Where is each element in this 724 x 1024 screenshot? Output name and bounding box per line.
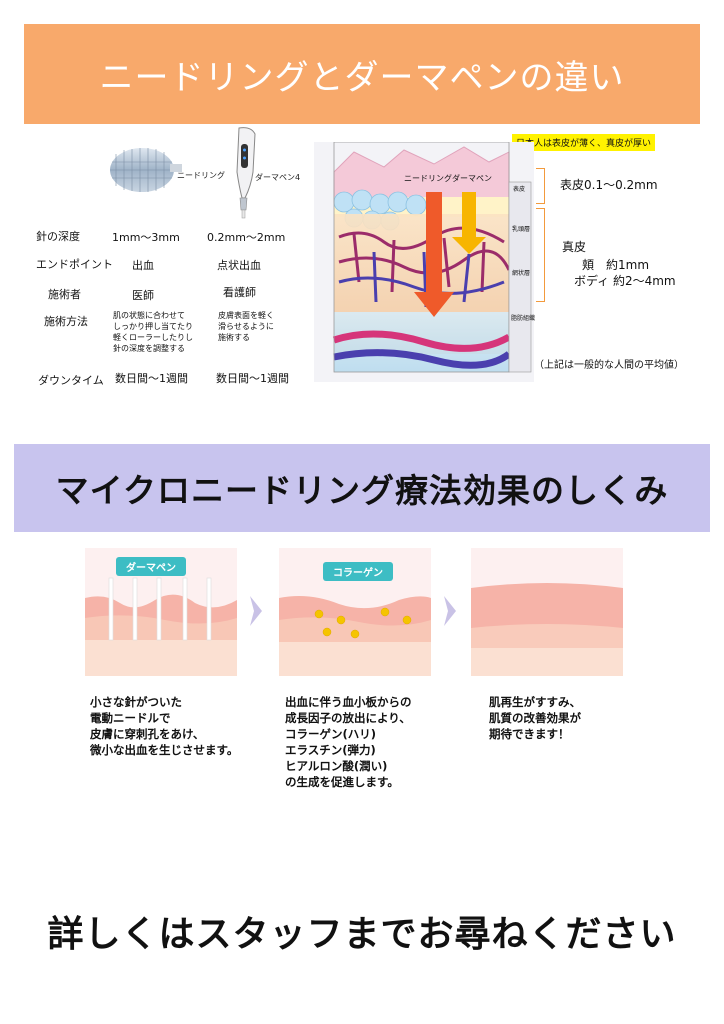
dermapen-endpoint: 点状出血 — [217, 259, 261, 272]
dermapen-practitioner: 看護師 — [223, 286, 256, 299]
step-arrow-1 — [248, 596, 264, 626]
mechanism-title-banner: マイクロニードリング療法効果のしくみ — [14, 444, 710, 532]
row-label-downtime: ダウンタイム — [38, 374, 104, 387]
arrow-label-needling: ニードリング — [404, 174, 452, 183]
dermapen-caption: ダーマペン4 — [255, 173, 301, 182]
layer-label-epidermis: 表皮 — [513, 186, 526, 193]
epidermis-thickness: 表皮0.1〜0.2mm — [560, 178, 658, 192]
dermapen-depth: 0.2mm〜2mm — [207, 231, 286, 244]
step2-tag: コラーゲン — [323, 562, 393, 581]
layer-label-reticular: 網状層 — [512, 270, 531, 277]
needling-roller-image — [102, 140, 182, 196]
step2-text: 出血に伴う血小板からの 成長因子の放出により、 コラーゲン(ハリ) エラスチン(… — [285, 695, 412, 789]
section-title-banner: ニードリングとダーマペンの違い — [24, 24, 700, 124]
page-title: ニードリングとダーマペンの違い — [99, 57, 625, 98]
layer-label-fat: 脂肪組織 — [511, 315, 536, 322]
dermis-title: 真皮 — [562, 240, 587, 254]
footer-message: 詳しくはスタッフまでお尋ねください — [47, 914, 677, 955]
needling-caption: ニードリング — [177, 171, 225, 180]
row-label-method: 施術方法 — [44, 315, 88, 328]
diagram-footnote: （上記は一般的な人間の平均値） — [534, 360, 684, 371]
row-label-depth: 針の深度 — [36, 230, 80, 243]
dermis-body: ボディ 約2〜4mm — [574, 274, 676, 288]
arrow-label-dermapen: ダーマペン — [452, 174, 492, 183]
step-arrow-2 — [442, 596, 458, 626]
epidermis-bracket — [536, 168, 545, 204]
step3-illustration — [471, 548, 623, 676]
layer-label-papillary: 乳頭層 — [512, 226, 531, 233]
needling-depth: 1mm〜3mm — [112, 231, 180, 244]
row-label-endpoint: エンドポイント — [36, 258, 113, 271]
dermapen-method: 皮膚表面を軽く 滑らせるように 施術する — [218, 311, 274, 342]
dermis-cheek: 頬 約1mm — [582, 258, 650, 272]
needling-practitioner: 医師 — [132, 289, 154, 302]
dermapen-image — [225, 126, 265, 222]
japanese-skin-note: 日本人は表皮が薄く、真皮が厚い — [512, 134, 656, 151]
step1-text: 小さな針がついた 電動ニードルで 皮膚に穿刺孔をあけ、 微小な出血を生じさせます… — [90, 695, 239, 757]
step3-text: 肌再生がすすみ、 肌質の改善効果が 期待できます！ — [489, 695, 581, 741]
skin-cross-section-diagram — [314, 141, 534, 382]
row-label-practitioner: 施術者 — [48, 288, 81, 301]
dermapen-downtime: 数日間〜1週間 — [216, 372, 289, 385]
needling-downtime: 数日間〜1週間 — [115, 372, 188, 385]
dermis-bracket — [536, 208, 545, 302]
step1-tag: ダーマペン — [116, 557, 186, 576]
needling-endpoint: 出血 — [132, 259, 154, 272]
needling-method: 肌の状態に合わせて しっかり押し当てたり 軽くローラーしたりし 針の深度を調整す… — [113, 311, 193, 353]
mechanism-title: マイクロニードリング療法効果のしくみ — [55, 471, 669, 510]
